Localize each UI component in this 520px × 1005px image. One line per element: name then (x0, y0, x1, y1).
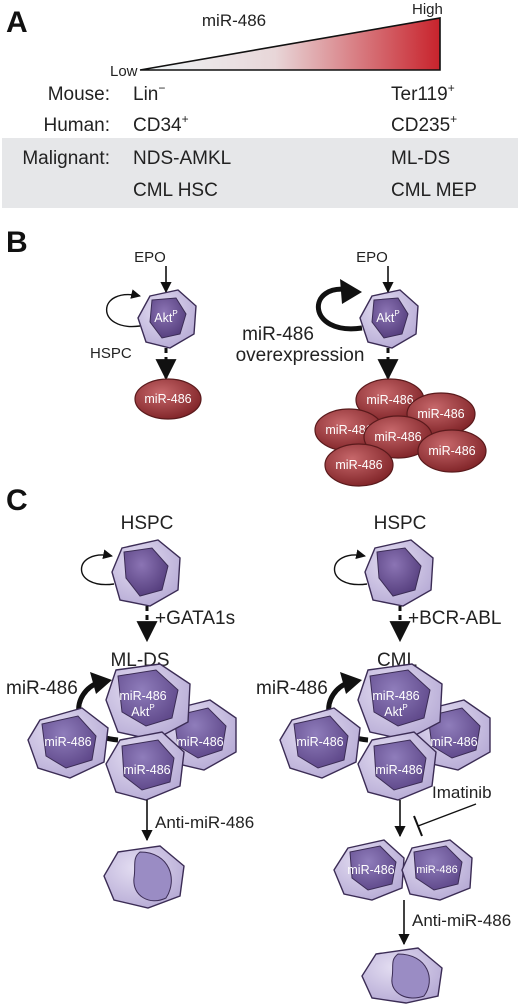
overexpression-mir-label: miR-486 (242, 324, 314, 345)
progenitor-cell-label: miR-486 (416, 864, 458, 876)
row-mouse-left: Lin− (133, 81, 165, 105)
blast-main-akt-label: AktP (384, 703, 407, 719)
hspc-nucleus-c-left (123, 547, 169, 597)
blast-nucleus (373, 739, 427, 791)
blast-nucleus (427, 707, 481, 759)
treatment-label-c-left: Anti-miR-486 (155, 813, 254, 832)
driver-label-c-left: +GATA1s (155, 608, 235, 629)
panel-b-left: EPO AktP HSPC miR-486 (90, 249, 202, 420)
row-malignant-right: ML-DS (391, 148, 450, 169)
imatinib-inhibition-line (417, 803, 477, 827)
blast-nucleus (293, 715, 349, 769)
malignant-band (2, 138, 518, 208)
self-renewal-arrow-right (315, 286, 363, 332)
erythroid-cell-label: miR-486 (335, 458, 382, 472)
erythroid-cell-label: miR-486 (374, 430, 421, 444)
blast-cell-label: miR-486 (296, 735, 343, 749)
hspc-nucleus-left (149, 297, 187, 339)
hspc-nucleus-c-right (376, 547, 422, 597)
row-human-right: CD235+ (391, 112, 457, 136)
self-renewal-arrow-c-left-bold-head (90, 672, 112, 694)
blast-cell-label: miR-486 (123, 763, 170, 777)
panel-c-letter: C (6, 484, 28, 517)
blast-cell-label: miR-486 (44, 735, 91, 749)
self-renewal-arrow-right-head (340, 279, 362, 304)
gradient-title: miR-486 (202, 11, 266, 30)
hspc-nucleus-right (371, 297, 409, 339)
gradient-high-label: High (412, 1, 443, 18)
differentiated-nucleus-c-left (133, 851, 172, 902)
row-label-human: Human: (43, 115, 110, 136)
panel-c-right: HSPC +BCR-ABL CML miR-486 miR-486 miR-48… (256, 513, 511, 1004)
hspc-label-b: HSPC (90, 345, 132, 362)
erythroid-cell (324, 443, 394, 487)
erythroid-cell-label: miR-486 (417, 407, 464, 421)
expression-gradient-wedge (139, 17, 441, 71)
panel-a: A miR-486 High Low Mouse: Lin− Ter119+ H… (2, 1, 518, 208)
mir-label-c-left: miR-486 (6, 678, 78, 699)
blast-main-mir-label: miR-486 (119, 689, 166, 703)
blast-cell-label: miR-486 (176, 735, 223, 749)
blast-nucleus (121, 739, 175, 791)
blast-main-nucleus (117, 669, 179, 727)
erythroid-cell-label: miR-486 (325, 423, 372, 437)
overexpression-label: overexpression (236, 345, 365, 366)
row-cml-right: CML MEP (391, 180, 477, 201)
differentiated-nucleus-c-right (391, 953, 430, 999)
blast-main-mir-label: miR-486 (372, 689, 419, 703)
erythroid-cell-label: miR-486 (428, 444, 475, 458)
mir-label-c-right: miR-486 (256, 678, 328, 699)
blast-main-akt-label: AktP (131, 703, 154, 719)
progenitor-nucleus (413, 845, 463, 891)
epo-label-left: EPO (134, 249, 166, 266)
imatinib-label: Imatinib (432, 783, 492, 802)
erythroid-mir-label-left: miR-486 (144, 392, 191, 406)
treatment-label-c-right: Anti-miR-486 (412, 911, 511, 930)
self-renewal-arrow-c-right (333, 549, 368, 586)
epo-label-right: EPO (356, 249, 388, 266)
progenitor-cell-label: miR-486 (347, 863, 394, 877)
row-cml-left: CML HSC (133, 180, 218, 201)
panel-a-letter: A (6, 6, 28, 39)
erythroid-cell-left (134, 378, 202, 420)
row-label-mouse: Mouse: (48, 84, 110, 105)
row-human-left: CD34+ (133, 112, 189, 136)
blast-cell-label: miR-486 (430, 735, 477, 749)
erythroid-cell (417, 429, 487, 473)
panel-b-right: EPO AktP miR-486 overexpression miR-486 … (236, 249, 487, 487)
self-renewal-arrow-c-right-bold-head (340, 672, 362, 694)
panel-c: C HSPC +GATA1s ML-DS miR-486 miR-486 miR… (6, 484, 511, 1004)
akt-label-right: AktP (376, 309, 399, 325)
panel-b-letter: B (6, 226, 28, 259)
self-renewal-arrow-c-left (80, 549, 115, 586)
row-label-malignant: Malignant: (22, 148, 110, 169)
panel-b: B EPO AktP HSPC miR-486 EPO AktP miR-486… (6, 226, 487, 487)
imatinib-inhibition-bar (413, 815, 423, 837)
akt-label-left: AktP (154, 309, 177, 325)
hspc-label-c-right: HSPC (374, 513, 427, 534)
self-renewal-arrow-left (105, 289, 141, 328)
blast-cell-label: miR-486 (375, 763, 422, 777)
progenitor-nucleus (349, 845, 397, 891)
panel-c-left: HSPC +GATA1s ML-DS miR-486 miR-486 miR-4… (6, 513, 254, 909)
erythroid-cell-label: miR-486 (366, 393, 413, 407)
row-malignant-left: NDS-AMKL (133, 148, 231, 169)
blast-main-nucleus (369, 669, 431, 727)
driver-label-c-right: +BCR-ABL (408, 608, 501, 629)
blast-nucleus (41, 715, 97, 769)
row-mouse-right: Ter119+ (391, 81, 455, 105)
hspc-label-c-left: HSPC (121, 513, 174, 534)
gradient-low-label: Low (110, 63, 138, 80)
